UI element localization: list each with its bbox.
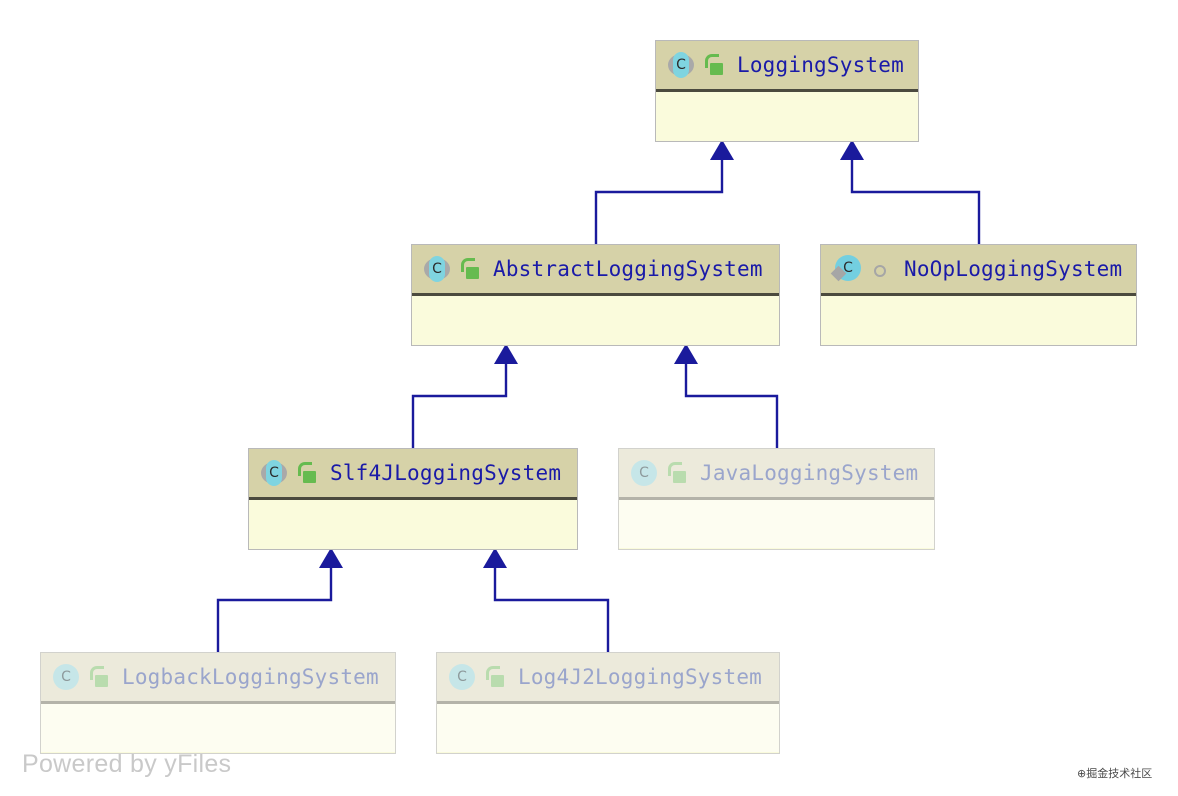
class-name-label: NoOpLoggingSystem <box>904 257 1123 281</box>
unlock-icon <box>296 462 316 484</box>
class-node-header: C LoggingSystem <box>656 41 918 92</box>
class-members-compartment <box>437 704 779 752</box>
unlock-icon <box>484 666 504 688</box>
class-node-header: C Slf4JLoggingSystem <box>249 449 577 500</box>
class-node-noop-logging-system[interactable]: C NoOpLoggingSystem <box>820 244 1137 346</box>
site-watermark: ⊕掘金技术社区 <box>1077 767 1153 780</box>
edge-java-to-abstract <box>674 343 779 448</box>
edge-logback-to-slf4j <box>216 547 343 652</box>
class-node-header: C LogbackLoggingSystem <box>41 653 395 704</box>
class-name-label: Slf4JLoggingSystem <box>330 461 562 485</box>
edge-log4j2-to-slf4j <box>483 547 610 652</box>
edge-noop-to-loggingsystem <box>840 139 981 244</box>
class-node-logback-logging-system[interactable]: C LogbackLoggingSystem <box>40 652 396 754</box>
class-name-label: AbstractLoggingSystem <box>493 257 763 281</box>
class-abstract-icon: C <box>261 460 287 486</box>
class-abstract-icon: C <box>631 460 657 486</box>
unlock-icon <box>666 462 686 484</box>
class-abstract-icon: C <box>53 664 79 690</box>
class-members-compartment <box>821 296 1136 344</box>
class-node-header: C NoOpLoggingSystem <box>821 245 1136 296</box>
edge-abstract-to-loggingsystem <box>594 139 734 244</box>
class-members-compartment <box>41 704 395 752</box>
class-name-label: LoggingSystem <box>737 53 904 77</box>
class-node-java-logging-system[interactable]: C JavaLoggingSystem <box>618 448 935 550</box>
class-node-logging-system[interactable]: C LoggingSystem <box>655 40 919 142</box>
class-name-label: Log4J2LoggingSystem <box>518 665 763 689</box>
class-node-slf4j-logging-system[interactable]: C Slf4JLoggingSystem <box>248 448 578 550</box>
yfiles-watermark: Powered by yFiles <box>22 750 232 778</box>
class-inner-icon: C <box>830 255 861 283</box>
class-members-compartment <box>656 92 918 140</box>
class-abstract-icon: C <box>424 256 450 282</box>
unlock-icon <box>88 666 108 688</box>
package-private-icon <box>870 258 890 280</box>
class-node-header: C Log4J2LoggingSystem <box>437 653 779 704</box>
class-members-compartment <box>249 500 577 548</box>
class-abstract-icon: C <box>449 664 475 690</box>
class-members-compartment <box>412 296 779 344</box>
class-name-label: LogbackLoggingSystem <box>122 665 379 689</box>
class-node-abstract-logging-system[interactable]: C AbstractLoggingSystem <box>411 244 780 346</box>
class-members-compartment <box>619 500 934 548</box>
class-node-header: C JavaLoggingSystem <box>619 449 934 500</box>
class-abstract-icon: C <box>668 52 694 78</box>
unlock-icon <box>703 54 723 76</box>
unlock-icon <box>459 258 479 280</box>
class-name-label: JavaLoggingSystem <box>700 461 919 485</box>
edge-slf4j-to-abstract <box>411 343 518 448</box>
class-node-header: C AbstractLoggingSystem <box>412 245 779 296</box>
class-node-log4j2-logging-system[interactable]: C Log4J2LoggingSystem <box>436 652 780 754</box>
